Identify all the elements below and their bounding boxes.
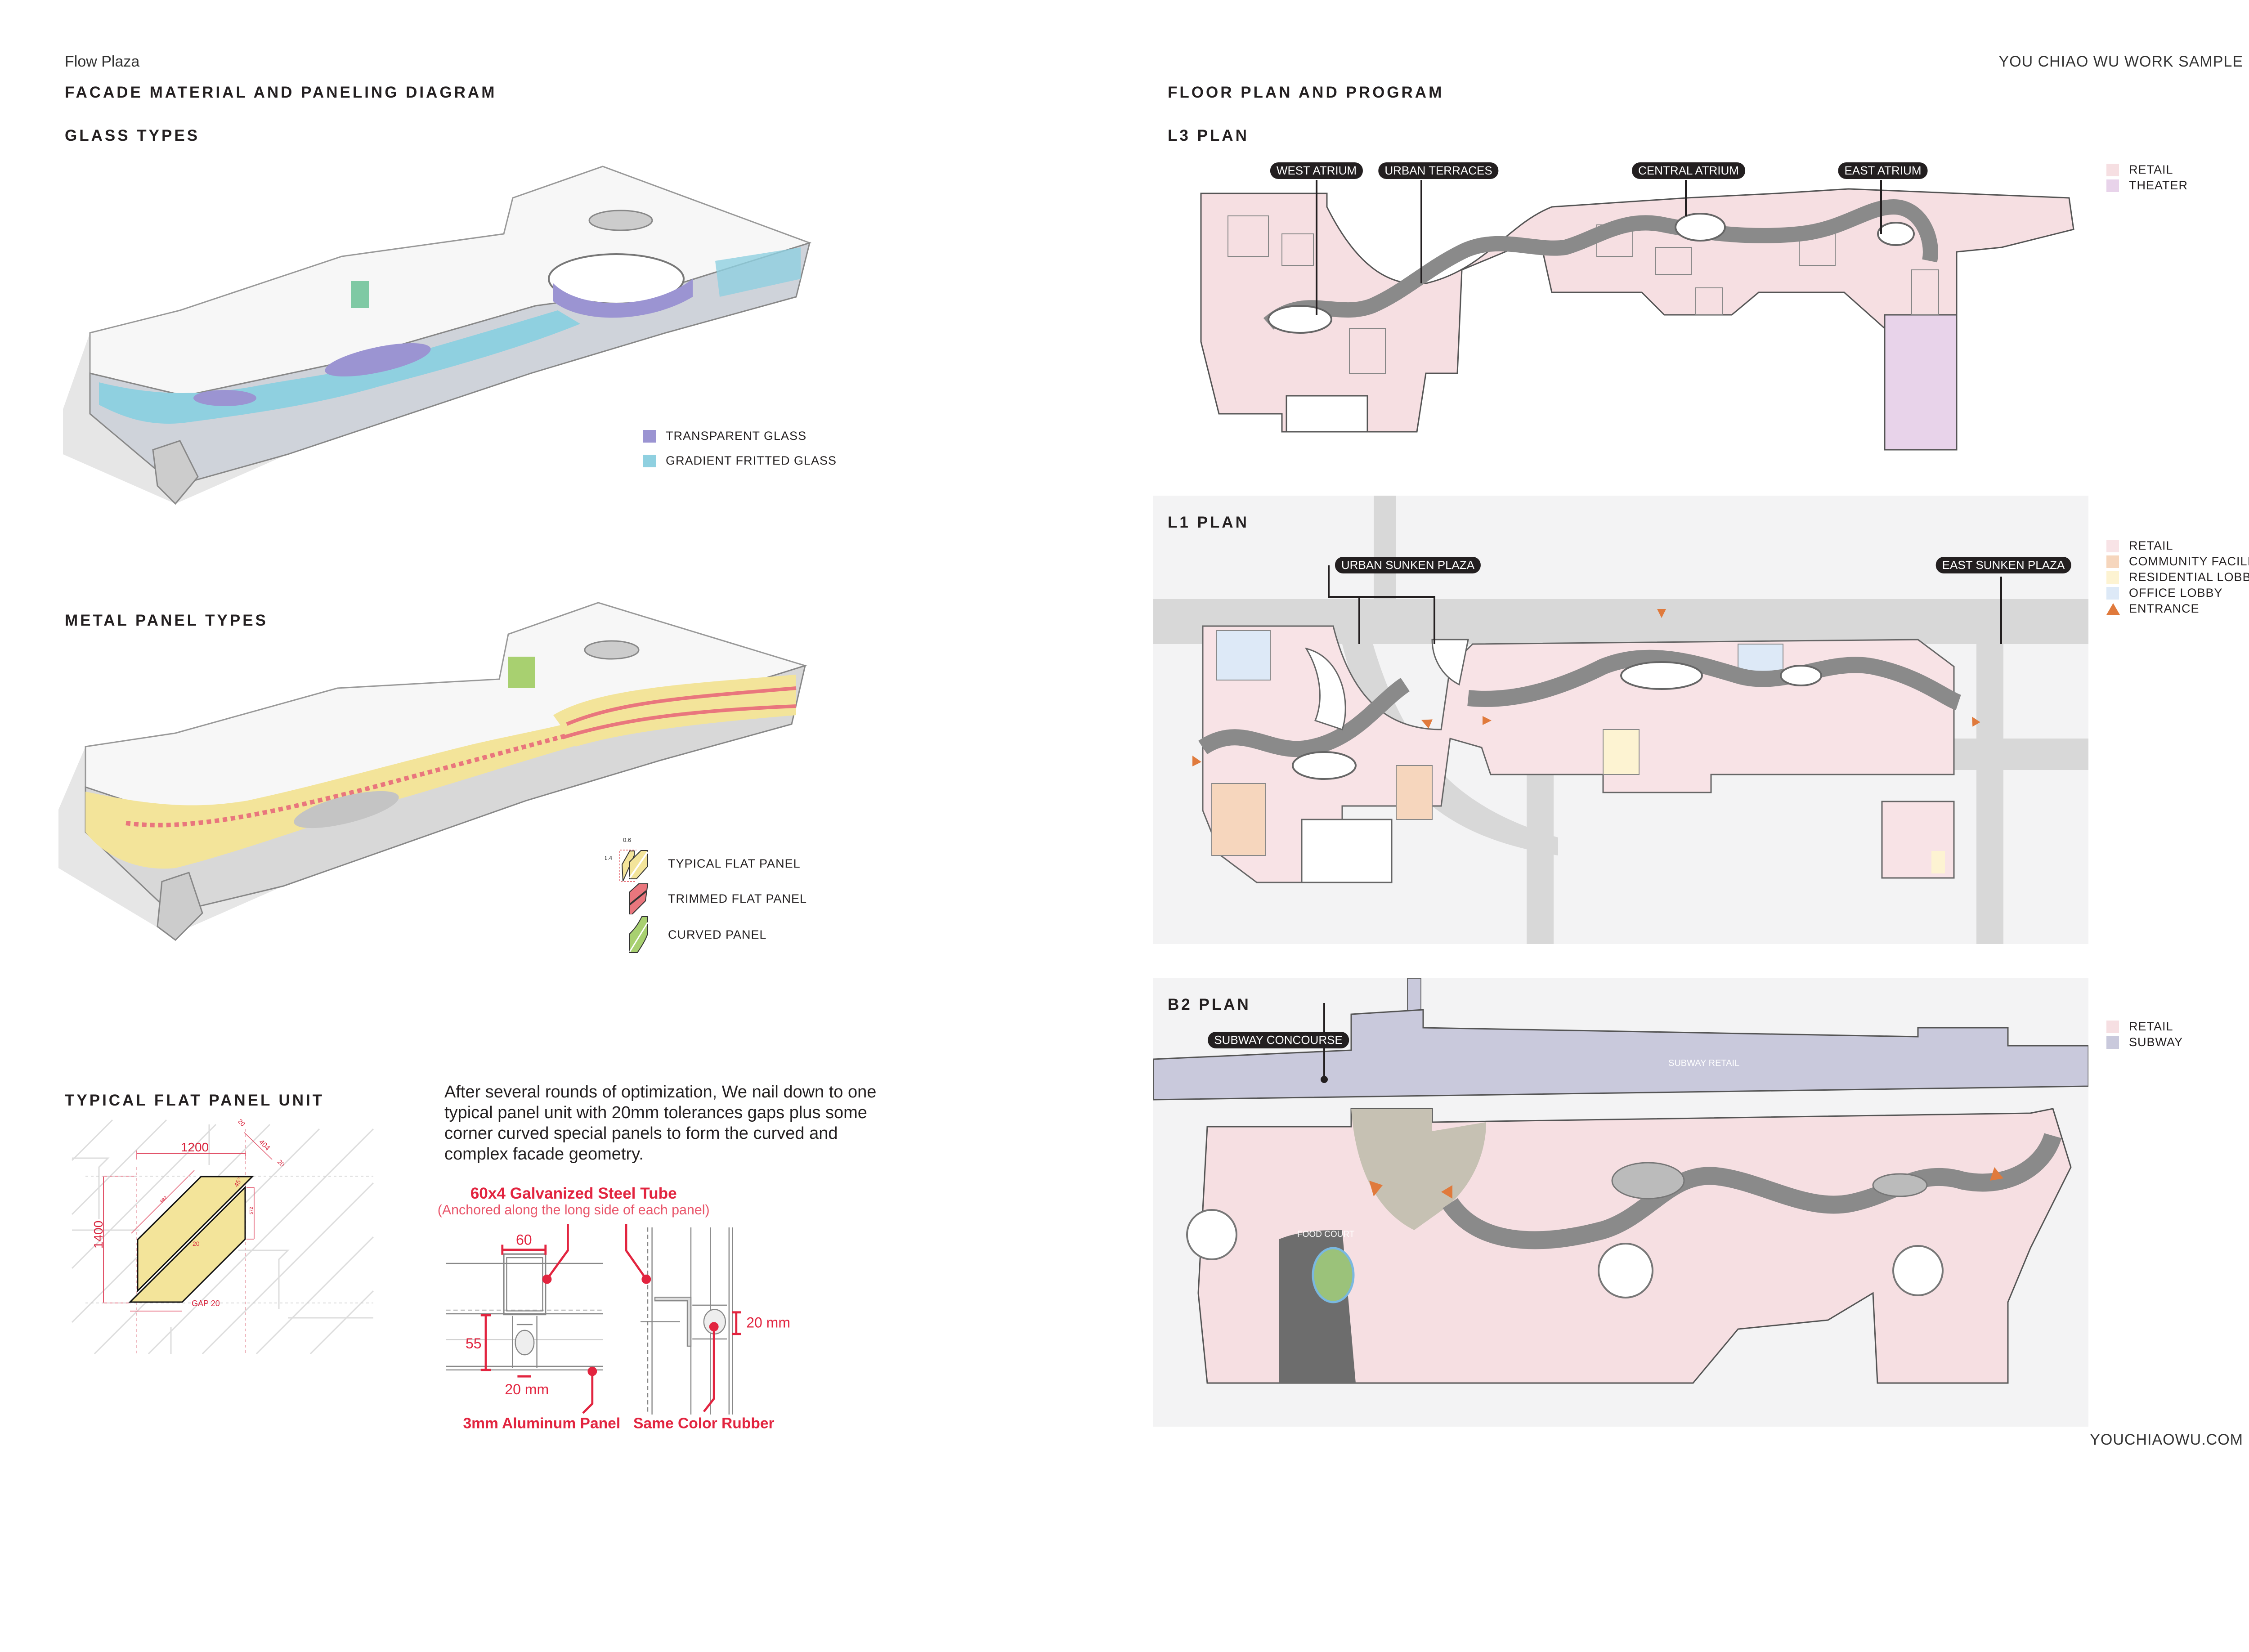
- typical-flat-panel-icon: [629, 850, 649, 879]
- l3-legend: RETAIL THEATER: [2106, 162, 2188, 193]
- dim-1400: 1400: [91, 1221, 105, 1249]
- curved-panel-icon: [629, 916, 649, 953]
- dim-20mm-b: 20 mm: [746, 1314, 790, 1330]
- legend-label: OFFICE LOBBY: [2129, 586, 2223, 600]
- dim-55: 55: [466, 1335, 482, 1352]
- callout-west-atrium: WEST ATRIUM: [1270, 162, 1363, 179]
- dim-mid: 20: [193, 1240, 200, 1247]
- callout-urban-terraces: URBAN TERRACES: [1378, 162, 1499, 179]
- website-link[interactable]: YOUCHIAOWU.COM: [2090, 1431, 2243, 1448]
- project-name: Flow Plaza: [65, 53, 140, 70]
- glass-heading: GLASS TYPES: [65, 127, 200, 144]
- l3-heading: L3 PLAN: [1168, 127, 1249, 144]
- entrance-triangle-icon: [2106, 603, 2120, 615]
- aluminum-panel-label: 3mm Aluminum Panel: [463, 1415, 620, 1432]
- l1-legend: RETAIL COMMUNITY FACILITY RESIDENTIAL LO…: [2106, 538, 2249, 617]
- callout-subway-concourse: SUBWAY CONCOURSE: [1208, 1032, 1349, 1048]
- panel-joint-detail: 60x4 Galvanized Steel Tube (Anchored alo…: [438, 1185, 790, 1432]
- tube-label: 60x4 Galvanized Steel Tube: [470, 1185, 677, 1202]
- b2-legend: RETAIL SUBWAY: [2106, 1019, 2183, 1050]
- dim-1200: 1200: [181, 1140, 209, 1154]
- residential-lobby-swatch: [2106, 571, 2119, 584]
- theater-swatch: [2106, 179, 2119, 192]
- rubber-label: Same Color Rubber: [633, 1415, 775, 1432]
- l1-heading: L1 PLAN: [1168, 514, 1249, 531]
- tube-note: (Anchored along the long side of each pa…: [438, 1202, 710, 1218]
- food-court-label: FOOD COURT: [1297, 1230, 1355, 1239]
- legend-label: RETAIL: [2129, 539, 2173, 552]
- dim-height: 1.4: [605, 855, 612, 861]
- author-label: YOU CHIAO WU WORK SAMPLE: [1998, 53, 2243, 70]
- callout-east-atrium: EAST ATRIUM: [1838, 162, 1928, 179]
- metal-heading: METAL PANEL TYPES: [65, 612, 268, 629]
- fritted-glass-swatch: [643, 454, 656, 467]
- callout-urban-sunken-plaza: URBAN SUNKEN PLAZA: [1335, 557, 1481, 573]
- metal-axon-diagram: [58, 602, 808, 941]
- callout-central-atrium: CENTRAL ATRIUM: [1632, 162, 1745, 179]
- legend-label: CURVED PANEL: [668, 927, 767, 941]
- subway-swatch: [2106, 1036, 2119, 1049]
- transparent-glass-swatch: [643, 430, 656, 443]
- community-facility-swatch: [2106, 555, 2119, 568]
- legend-label: TRIMMED FLAT PANEL: [668, 891, 807, 905]
- dim-60: 60: [516, 1231, 532, 1248]
- legend-label: TRANSPARENT GLASS: [666, 429, 807, 443]
- retail-swatch: [2106, 163, 2119, 176]
- glass-legend: TRANSPARENT GLASS GRADIENT FRITTED GLASS: [643, 428, 837, 469]
- subway-retail-label: SUBWAY RETAIL: [1668, 1058, 1739, 1068]
- metal-legend: TYPICAL FLAT PANEL TRIMMED FLAT PANEL CU…: [627, 847, 852, 953]
- description-text: After several rounds of optimization, We…: [444, 1083, 877, 1164]
- flat-panel-unit-diagram: 1200 1400 404 20 20 982 572 20 45° GAP 2…: [71, 1118, 374, 1355]
- retail-swatch: [2106, 1020, 2119, 1033]
- legend-label: SUBWAY: [2129, 1035, 2183, 1049]
- l1-plan: [1153, 496, 2088, 944]
- l3-plan: [1200, 180, 2074, 451]
- legend-label: RETAIL: [2129, 163, 2173, 176]
- floorplan-title: FLOOR PLAN AND PROGRAM: [1168, 84, 1444, 101]
- b2-heading: B2 PLAN: [1168, 996, 1251, 1013]
- legend-label: TYPICAL FLAT PANEL: [668, 857, 801, 870]
- dim-982: 982: [159, 1195, 168, 1204]
- legend-label: RETAIL: [2129, 1020, 2173, 1033]
- dim-gap-a: 20: [237, 1118, 246, 1128]
- legend-label: COMMUNITY FACILITY: [2129, 555, 2249, 568]
- gap-label: GAP 20: [192, 1299, 220, 1308]
- legend-label: ENTRANCE: [2129, 602, 2200, 615]
- glass-axon-diagram: [63, 166, 812, 505]
- callout-east-sunken-plaza: EAST SUNKEN PLAZA: [1935, 557, 2071, 573]
- dim-gap-b: 20: [276, 1158, 286, 1168]
- dim-width: 0.6: [623, 837, 631, 843]
- dim-572: 572: [249, 1207, 254, 1214]
- dim-20mm-a: 20 mm: [505, 1381, 549, 1397]
- unit-heading: TYPICAL FLAT PANEL UNIT: [65, 1092, 325, 1109]
- trimmed-flat-panel-icon: [629, 883, 649, 914]
- retail-swatch: [2106, 539, 2119, 552]
- legend-label: GRADIENT FRITTED GLASS: [666, 454, 837, 467]
- facade-title: FACADE MATERIAL AND PANELING DIAGRAM: [65, 84, 497, 101]
- legend-label: RESIDENTIAL LOBBY: [2129, 570, 2249, 584]
- dim-404: 404: [257, 1138, 271, 1152]
- b2-plan: SUBWAY RETAIL FOOD COURT: [1153, 978, 2088, 1384]
- office-lobby-swatch: [2106, 586, 2119, 600]
- legend-label: THEATER: [2129, 179, 2188, 192]
